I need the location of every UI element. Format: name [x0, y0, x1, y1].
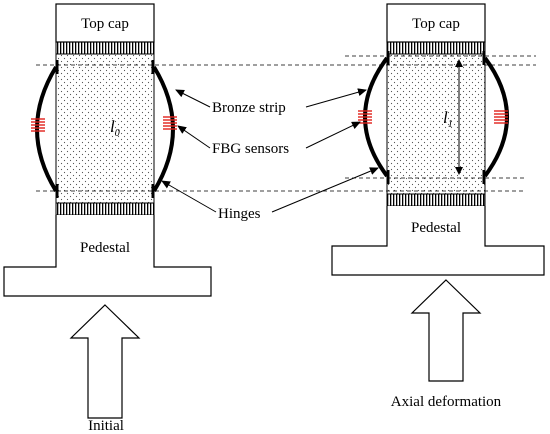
initial-specimen-assembly: Top cap Pedestal l0	[3, 3, 372, 434]
hollow-up-arrow-icon	[69, 304, 141, 419]
bronze-strip-label: Bronze strip	[212, 100, 286, 116]
bronze-strip-arrow-left	[175, 89, 211, 108]
axial-deformation-caption: Axial deformation	[391, 394, 502, 410]
initial-caption: Initial	[88, 418, 124, 434]
porous-stone-bottom-right	[386, 193, 486, 207]
bronze-strip-left-outer	[35, 65, 58, 193]
initial-length-label: l0	[110, 117, 120, 139]
hinges-arrow-right	[271, 167, 379, 213]
porous-stone-top-left	[55, 41, 155, 55]
fbg-sensors-label: FBG sensors	[212, 141, 289, 157]
top-cap-left	[55, 3, 155, 43]
fbg-sensor-icon	[494, 110, 508, 124]
fbg-sensor-arrow-right	[305, 121, 361, 149]
hinges-arrow-left	[161, 180, 217, 213]
pedestal-left	[3, 215, 212, 297]
top-cap-label-left: Top cap	[81, 16, 129, 32]
annotations: Bronze strip FBG sensors Hinges	[161, 88, 379, 222]
top-cap-right	[386, 3, 486, 43]
fbg-sensor-icon	[31, 118, 45, 132]
pedestal-label-right: Pedestal	[411, 220, 461, 236]
deformed-length-label: l1	[443, 108, 453, 130]
fbg-sensor-arrow-left	[177, 125, 211, 149]
porous-stone-bottom-left	[55, 202, 155, 216]
deformed-specimen-assembly: Top cap Pedestal l	[331, 3, 545, 410]
hinges-label: Hinges	[218, 206, 261, 222]
soil-specimen-right	[386, 53, 486, 195]
hollow-up-arrow-icon	[410, 279, 482, 382]
fbg-sensor-icon	[163, 116, 177, 130]
top-cap-label-right: Top cap	[412, 16, 460, 32]
bronze-strip-arrow-right	[305, 88, 367, 108]
porous-stone-top-right	[386, 41, 486, 55]
pedestal-label-left: Pedestal	[80, 240, 130, 256]
soil-specimen-left	[55, 53, 155, 204]
pedestal-right	[331, 206, 545, 276]
